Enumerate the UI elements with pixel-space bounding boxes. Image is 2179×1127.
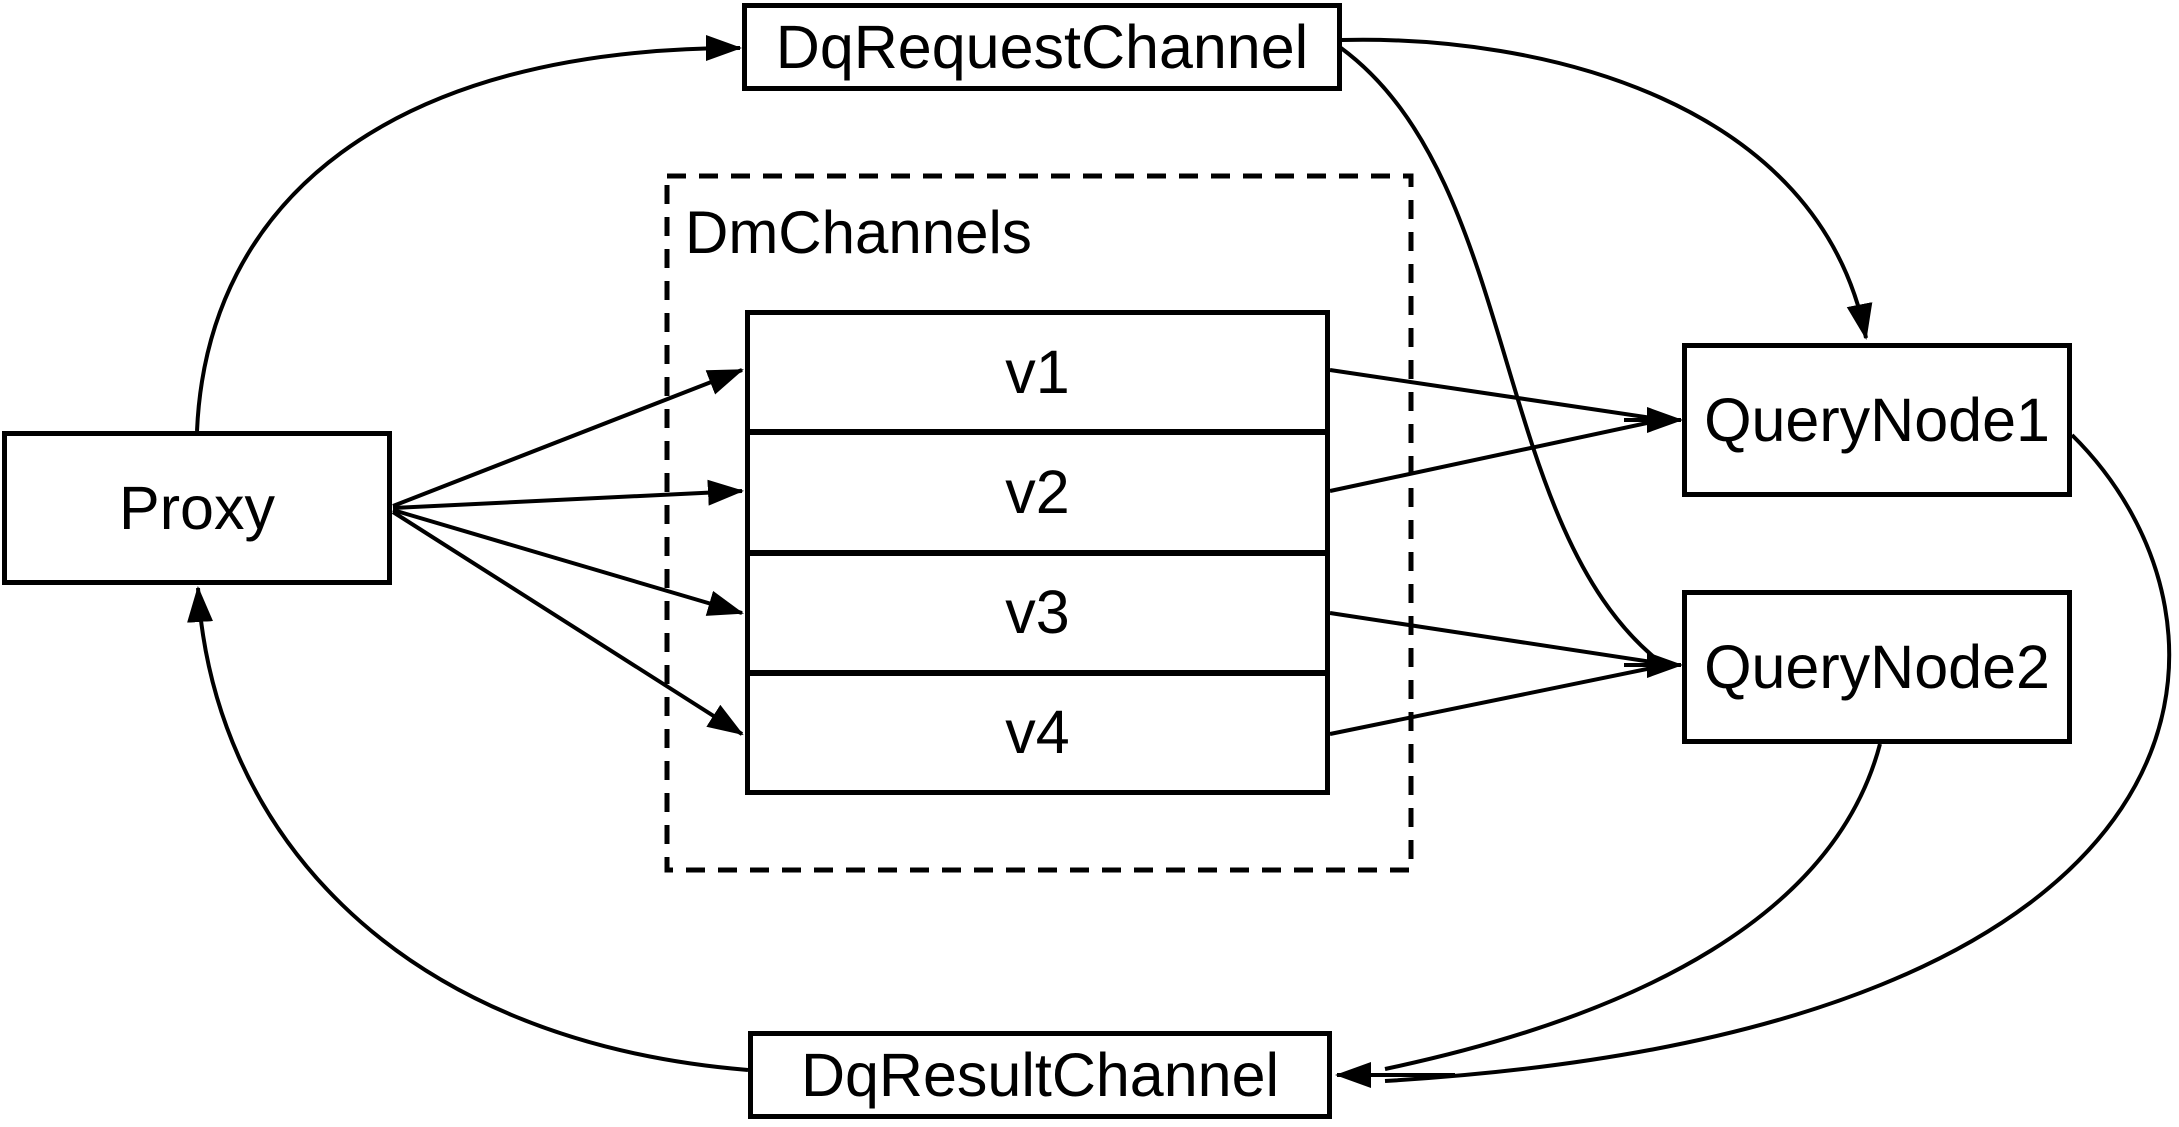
node-dq-result-channel-label: DqResultChannel <box>800 1040 1280 1109</box>
node-dq-result-channel: DqResultChannel <box>748 1031 1332 1119</box>
edge-querynode1-to-dqresultchannel <box>1384 433 2172 1083</box>
edge-v3-to-querynode2 <box>1329 611 1653 664</box>
channel-row-v2: v2 <box>750 429 1325 549</box>
channel-row-v4: v4 <box>750 669 1325 790</box>
node-proxy: Proxy <box>2 431 392 585</box>
node-query-node-1-label: QueryNode1 <box>1704 385 2050 454</box>
edge-v2-to-querynode1 <box>1329 420 1653 493</box>
node-query-node-2: QueryNode2 <box>1682 590 2072 744</box>
edge-v1-to-querynode1 <box>1329 368 1653 420</box>
node-dq-request-channel: DqRequestChannel <box>742 3 1342 91</box>
edge-proxy-to-v1 <box>392 368 744 508</box>
edge-v4-to-querynode2 <box>1329 666 1653 736</box>
node-dq-request-channel-label: DqRequestChannel <box>775 12 1309 81</box>
edge-proxy-to-v3 <box>392 508 744 616</box>
dm-channels-group-label: DmChannels <box>685 199 1032 266</box>
edge-dqresultchannel-to-proxy <box>187 586 749 1072</box>
edge-proxy-to-dqrequestchannel <box>195 35 742 432</box>
node-query-node-1: QueryNode1 <box>1682 343 2072 497</box>
edge-dqrequestchannel-to-querynode1 <box>1340 37 1873 340</box>
node-proxy-label: Proxy <box>119 473 275 542</box>
edge-querynode2-to-dqresultchannel <box>1384 743 1882 1071</box>
edge-dqrequestchannel-to-querynode2 <box>1339 46 1657 660</box>
node-query-node-2-label: QueryNode2 <box>1704 632 2050 701</box>
edge-proxy-to-v2 <box>392 479 744 510</box>
dm-channels-stack: v1 v2 v3 v4 <box>745 310 1330 795</box>
edge-proxy-to-v4 <box>391 510 744 736</box>
dm-channels-dashed-border <box>664 173 1414 873</box>
channel-row-v1: v1 <box>1005 337 1070 406</box>
channel-row-v3: v3 <box>750 549 1325 670</box>
